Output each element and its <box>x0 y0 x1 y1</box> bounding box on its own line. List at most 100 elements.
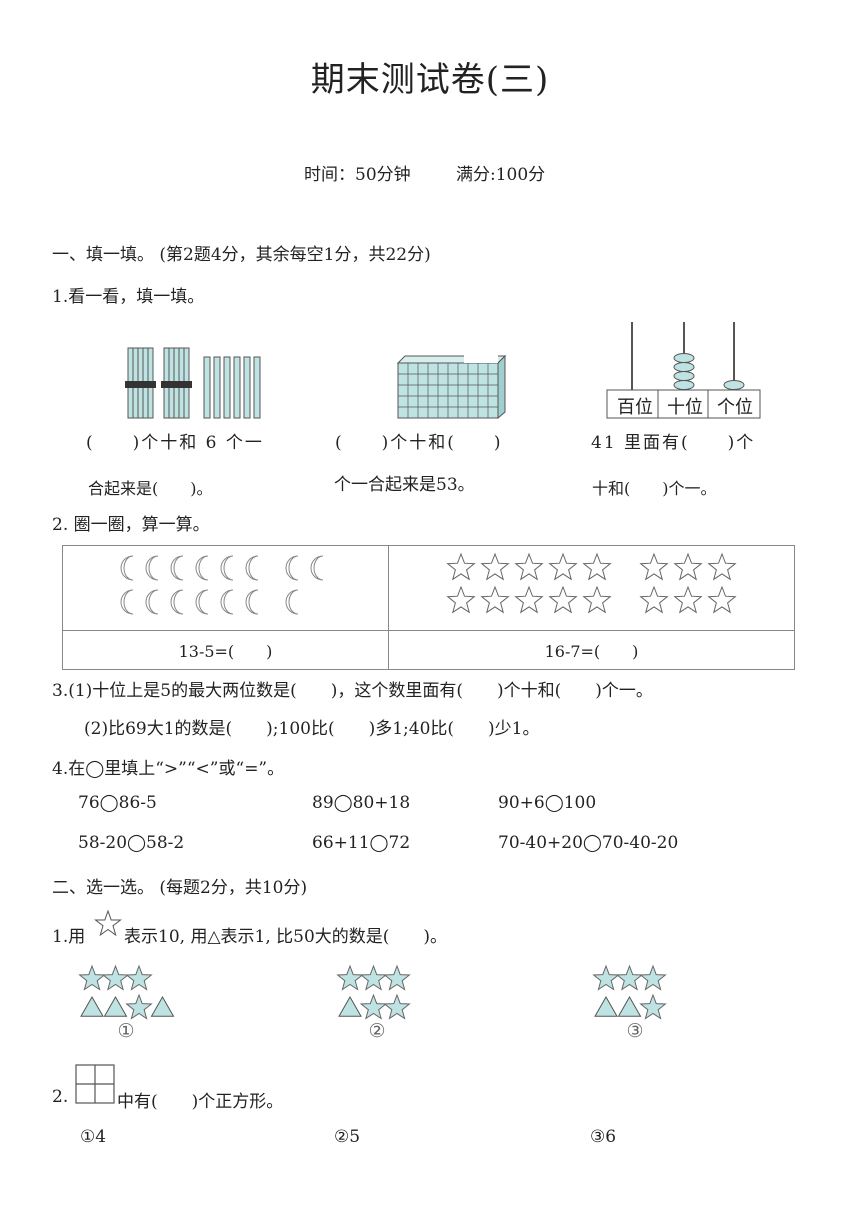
option1-illustration <box>78 964 175 1020</box>
moon-icon <box>285 555 299 581</box>
stars-illustration <box>446 552 737 614</box>
s2q1-text: 表示10, 用△表示1, 比50大的数是( )。 <box>124 927 448 947</box>
moon-icon <box>245 555 259 581</box>
moon-icon <box>145 589 159 615</box>
s2q2-option: ③6 <box>590 1127 617 1147</box>
triangle-icon <box>617 995 642 1017</box>
star-icon <box>336 964 364 991</box>
compare-item: 70-40+20◯70-40-20 <box>498 833 679 853</box>
triangle-icon <box>103 995 128 1017</box>
star-icon <box>383 993 411 1020</box>
moon-icon <box>120 555 134 581</box>
page-title: 期末测试卷(三) <box>310 60 550 100</box>
q1a-line2: 合起来是( )。 <box>88 479 213 498</box>
star-icon <box>383 964 411 991</box>
s2q2-option: ②5 <box>334 1127 361 1147</box>
moon-icon <box>145 555 159 581</box>
option3-label: ③ <box>626 1020 644 1042</box>
q1a-line1: ( )个十和 6 个一 <box>86 433 264 453</box>
star-icon <box>707 585 737 614</box>
moon-icon <box>120 589 134 615</box>
q1b-line1: ( )个十和( ) <box>335 433 503 453</box>
star-icon <box>101 964 130 991</box>
section2-heading: 二、选一选。 (每题2分，共10分) <box>52 878 308 898</box>
equation-right: 16-7=( ) <box>388 630 795 670</box>
q4-label: 4.在◯里填上“>”“<”或“=”。 <box>52 759 285 779</box>
cube-blocks-illustration <box>396 352 507 420</box>
star-icon <box>125 993 153 1020</box>
section1-heading: 一、填一填。 (第2题4分，其余每空1分，共22分) <box>52 245 431 265</box>
abacus-label-ones: 个位 <box>717 397 753 418</box>
compare-item: 89◯80+18 <box>312 793 411 813</box>
star-icon <box>514 585 544 614</box>
option3-illustration <box>592 964 667 1020</box>
sticks-illustration <box>125 347 261 419</box>
moon-icon <box>220 589 234 615</box>
q3-line1: 3.(1)十位上是5的最大两位数是( )，这个数里面有( )个十和( )个一。 <box>52 681 653 701</box>
option1-label: ① <box>117 1020 135 1042</box>
star-icon <box>673 585 703 614</box>
compare-item: 90+6◯100 <box>498 793 597 813</box>
triangle-icon <box>594 995 618 1017</box>
abacus-label-hundreds: 百位 <box>617 397 653 418</box>
moon-icon <box>195 589 209 615</box>
star-icon <box>78 964 106 991</box>
abacus-label-tens: 十位 <box>667 397 703 418</box>
moons-cell <box>62 545 389 631</box>
s2q2-option: ①4 <box>80 1127 107 1147</box>
full-score: 满分:100分 <box>456 165 546 185</box>
compare-item: 76◯86-5 <box>78 793 157 813</box>
moons-illustration <box>120 555 324 615</box>
star-icon <box>548 585 578 614</box>
star-icon <box>615 964 644 991</box>
triangle-icon <box>338 995 362 1017</box>
q1c-line1: 41 里面有( )个 <box>591 433 756 453</box>
star-icon <box>446 585 476 614</box>
s2q2-text: 中有( )个正方形。 <box>117 1092 284 1112</box>
moon-icon <box>170 555 184 581</box>
moon-icon <box>195 555 209 581</box>
compare-item: 66+11◯72 <box>312 833 411 853</box>
star-icon <box>548 552 578 581</box>
star-icon <box>514 552 544 581</box>
moon-icon <box>310 555 324 581</box>
q1-label: 1.看一看，填一填。 <box>52 287 205 307</box>
star-icon <box>359 993 388 1020</box>
star-icon <box>94 909 122 937</box>
q1b-line2: 个一合起来是53。 <box>334 475 475 495</box>
star-icon <box>359 964 388 991</box>
star-icon <box>639 993 667 1020</box>
time-limit: 时间：50分钟 <box>304 165 411 185</box>
equation-left: 13-5=( ) <box>62 630 389 670</box>
circle-count-table: 13-5=( ) 16-7=( ) <box>62 545 795 670</box>
triangle-icon <box>80 995 104 1017</box>
star-icon <box>707 552 737 581</box>
star-icon <box>582 552 612 581</box>
star-icon <box>639 585 669 614</box>
q3-line2: (2)比69大1的数是( );100比( )多1;40比( )少1。 <box>84 719 540 739</box>
star-icon <box>480 552 510 581</box>
star-icon <box>592 964 620 991</box>
q1c-line2: 十和( )个一。 <box>592 479 717 498</box>
grid-squares-icon <box>75 1064 115 1104</box>
compare-item: 58-20◯58-2 <box>78 833 185 853</box>
moon-icon <box>170 589 184 615</box>
moon-icon <box>285 589 299 615</box>
moon-icon <box>220 555 234 581</box>
s2q2-prefix: 2. <box>52 1087 69 1107</box>
stars-cell <box>388 545 795 631</box>
moon-icon <box>245 589 259 615</box>
star-icon <box>639 552 669 581</box>
triangle-icon <box>150 995 175 1017</box>
q2-label: 2. 圈一圈，算一算。 <box>52 515 210 535</box>
star-icon <box>673 552 703 581</box>
star-icon <box>480 585 510 614</box>
star-icon <box>582 585 612 614</box>
option2-label: ② <box>368 1020 386 1042</box>
abacus-illustration <box>606 322 761 419</box>
star-icon <box>639 964 667 991</box>
s2q1-prefix: 1.用 <box>52 927 86 947</box>
option2-illustration <box>336 964 411 1020</box>
star-icon <box>446 552 476 581</box>
star-icon <box>125 964 153 991</box>
